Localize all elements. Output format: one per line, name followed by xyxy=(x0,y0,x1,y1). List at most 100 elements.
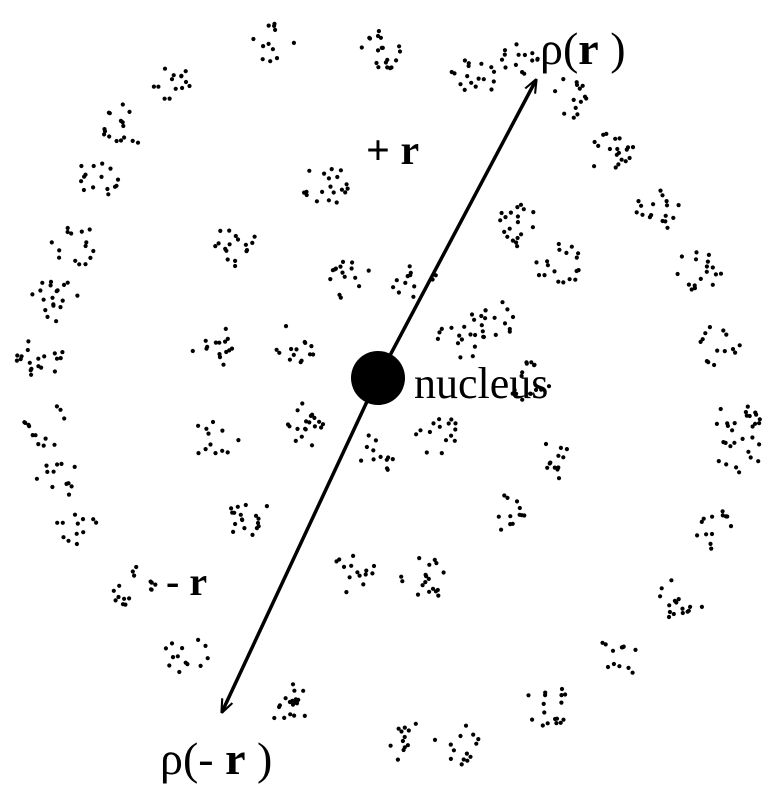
density-dot xyxy=(592,164,597,169)
density-dot xyxy=(52,351,57,356)
density-dot xyxy=(505,495,510,500)
density-dot xyxy=(757,442,762,447)
density-dot xyxy=(748,455,753,460)
density-dot xyxy=(238,512,243,517)
density-dot xyxy=(492,315,497,320)
density-dot xyxy=(674,600,679,605)
density-dot xyxy=(510,314,516,320)
density-dot xyxy=(750,435,755,440)
density-dot xyxy=(208,442,213,447)
density-dot xyxy=(705,259,711,264)
density-dot xyxy=(580,83,585,88)
density-dot xyxy=(55,520,60,525)
density-dot xyxy=(350,260,355,265)
density-dot xyxy=(355,570,360,575)
density-dot xyxy=(163,646,168,651)
density-dot xyxy=(210,419,216,425)
density-dot xyxy=(724,462,729,467)
density-dot xyxy=(708,541,713,547)
density-dot xyxy=(25,347,30,353)
density-dot xyxy=(530,58,535,63)
density-dot xyxy=(471,732,476,737)
density-dot xyxy=(121,123,126,129)
density-dot xyxy=(519,373,524,379)
rho-minus-prefix: ρ(- xyxy=(160,733,226,784)
density-dot xyxy=(448,742,453,747)
density-dot xyxy=(272,715,277,721)
density-dot xyxy=(722,349,727,354)
density-dot xyxy=(296,697,301,703)
density-dot xyxy=(106,192,111,197)
density-dot xyxy=(567,277,572,282)
density-dot xyxy=(518,202,524,207)
density-dot xyxy=(431,421,436,426)
density-dot xyxy=(540,723,545,728)
density-dot xyxy=(235,237,241,242)
density-dot xyxy=(359,45,364,50)
density-dot xyxy=(229,346,235,351)
density-dot xyxy=(59,461,64,466)
density-dot xyxy=(371,563,377,569)
density-dot xyxy=(49,240,54,245)
density-dot xyxy=(517,505,522,511)
density-dot xyxy=(171,73,176,78)
density-dot xyxy=(217,340,222,345)
density-dot xyxy=(51,303,56,308)
density-dot xyxy=(545,263,551,268)
density-dot xyxy=(432,557,437,563)
density-dot xyxy=(627,155,632,161)
density-dot xyxy=(491,79,496,84)
density-dot xyxy=(427,562,432,567)
density-dot xyxy=(30,433,35,438)
density-dot xyxy=(94,520,99,525)
density-dot xyxy=(30,292,35,297)
density-dot xyxy=(227,242,232,247)
density-dot xyxy=(14,358,19,363)
density-dot xyxy=(204,426,209,431)
density-dot xyxy=(545,721,550,726)
density-dot xyxy=(564,250,569,255)
density-dot xyxy=(394,58,399,63)
density-dot xyxy=(576,251,581,256)
density-dot xyxy=(213,340,218,345)
density-dot xyxy=(432,737,438,743)
density-dot xyxy=(539,387,544,392)
density-dot xyxy=(54,319,59,324)
density-dot xyxy=(337,292,342,297)
density-dot xyxy=(507,226,512,231)
density-dot xyxy=(600,640,605,645)
density-dot xyxy=(621,644,626,649)
density-dot xyxy=(84,240,89,245)
density-dot xyxy=(134,564,139,570)
density-dot xyxy=(508,514,513,519)
density-dot xyxy=(596,143,601,148)
minus-r-sign: - xyxy=(166,559,190,604)
density-dot xyxy=(111,588,116,593)
density-dot xyxy=(60,520,65,525)
density-dot xyxy=(73,258,78,263)
density-dot xyxy=(347,575,352,580)
density-dot xyxy=(122,596,127,601)
density-dot xyxy=(322,171,327,176)
density-dot xyxy=(469,80,474,85)
density-dot xyxy=(732,421,737,426)
density-dot xyxy=(225,450,230,455)
density-dot xyxy=(704,532,709,537)
density-dot xyxy=(554,721,559,726)
density-dot xyxy=(328,184,333,189)
density-dot xyxy=(574,255,579,260)
density-dot xyxy=(169,77,175,82)
density-dot xyxy=(418,428,423,433)
density-dot xyxy=(273,27,278,32)
density-dot xyxy=(427,589,432,594)
density-dot xyxy=(50,484,55,490)
density-dot xyxy=(556,465,561,470)
density-dot xyxy=(489,87,494,92)
density-dot xyxy=(441,570,446,575)
density-dot xyxy=(312,424,317,429)
density-dot xyxy=(533,387,539,392)
density-dot xyxy=(408,273,413,278)
density-dot xyxy=(545,465,550,470)
density-dot xyxy=(244,248,250,253)
density-dot xyxy=(732,440,737,445)
